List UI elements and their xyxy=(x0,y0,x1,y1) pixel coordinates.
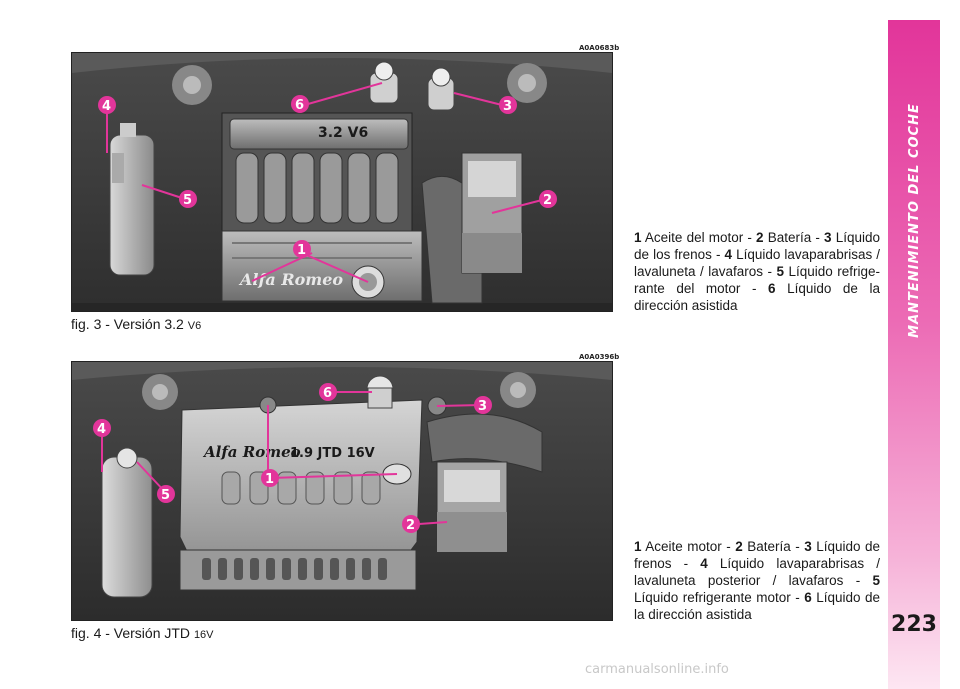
section-title: MANTENIMIENTO DEL COCHE xyxy=(906,102,922,338)
figure-caption: fig. 4 - Versión JTD 16V xyxy=(71,625,214,641)
callout-label: 1 xyxy=(297,243,306,258)
callout-label: 3 xyxy=(478,399,487,414)
callout-marker xyxy=(93,419,111,437)
callout-markers xyxy=(98,95,557,258)
figure-caption: fig. 3 - Versión 3.2 V6 xyxy=(71,316,202,332)
callout-label: 6 xyxy=(295,98,304,113)
page-number: 223 xyxy=(891,612,937,637)
figure-code: A0A0396b xyxy=(579,353,620,361)
callout-marker xyxy=(402,515,420,533)
callout-label: 4 xyxy=(102,99,111,114)
figure-code: A0A0683b xyxy=(579,44,620,52)
callout-label: 3 xyxy=(503,99,512,114)
callout-marker xyxy=(539,190,557,208)
engine-label: 3.2 V6 xyxy=(318,125,368,141)
callout-markers xyxy=(93,383,492,533)
callout-label: 1 xyxy=(265,472,274,487)
callout-label: 2 xyxy=(543,193,552,208)
callout-marker xyxy=(474,396,492,414)
callout-marker xyxy=(98,96,116,114)
callout-marker xyxy=(291,95,309,113)
callout-marker xyxy=(319,383,337,401)
callout-label: 4 xyxy=(97,422,106,437)
callout-label: 2 xyxy=(406,518,415,533)
brand-label: Alfa Romeo xyxy=(202,443,301,461)
figure-legend: 1 Aceite del motor - 2 Batería - 3 Líqui… xyxy=(634,230,881,313)
callout-label: 5 xyxy=(183,193,192,208)
section-sidebar: MANTENIMIENTO DEL COCHE xyxy=(888,20,940,689)
engine-figure-4: Alfa Romeo 1.9 JTD 16V xyxy=(71,361,613,621)
callout-marker xyxy=(499,96,517,114)
callout-marker xyxy=(261,469,279,487)
engine-label: 1.9 JTD 16V xyxy=(290,446,375,461)
callout-marker xyxy=(293,240,311,258)
watermark: carmanualsonline.info xyxy=(585,662,729,677)
engine-illustration: Alfa Romeo 1.9 JTD 16V xyxy=(72,362,612,620)
callout-label: 5 xyxy=(161,488,170,503)
callout-marker xyxy=(157,485,175,503)
engine-figure-3: 3.2 V6 Alfa Romeo xyxy=(71,52,613,312)
callout-marker xyxy=(179,190,197,208)
figure-legend: 1 Aceite motor - 2 Batería - 3 Líquido d… xyxy=(634,539,880,622)
engine-illustration: 3.2 V6 Alfa Romeo xyxy=(72,53,612,311)
callout-label: 6 xyxy=(323,386,332,401)
